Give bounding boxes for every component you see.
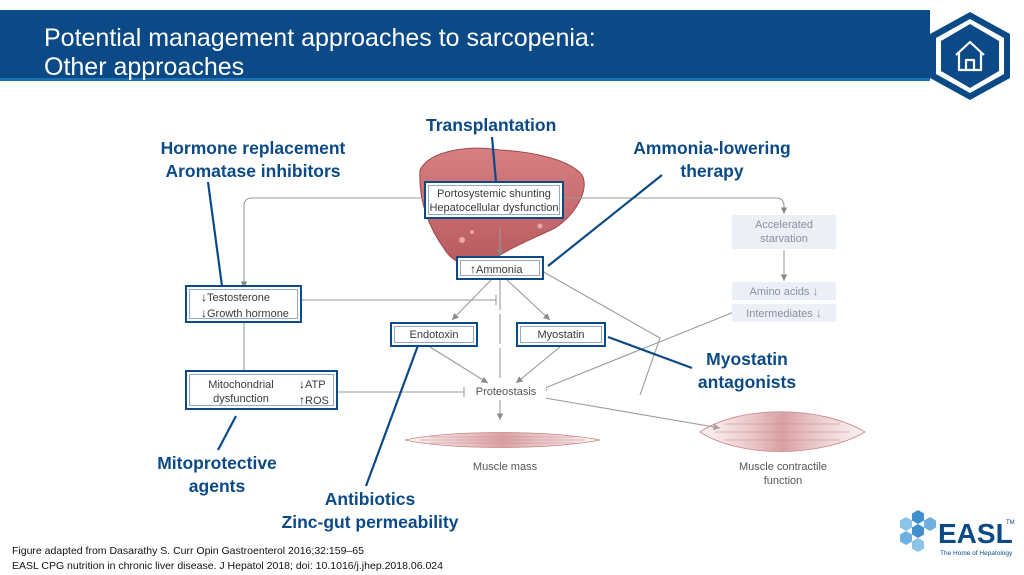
starvation-line2: starvation	[760, 233, 808, 245]
intermediates-box: Intermediates ↓	[732, 304, 836, 322]
growth-hormone-text: Growth hormone	[207, 308, 289, 320]
endotoxin-box: Endotoxin	[390, 322, 478, 347]
down-arrow-icon: ↓	[201, 306, 207, 320]
label-antibiotics-line2: Zinc-gut permeability	[281, 512, 459, 532]
mito-box-line1: Mitochondrial	[208, 379, 274, 391]
easl-tm: TM	[1006, 520, 1015, 526]
liver-box-line2: Hepatocellular dysfunction	[429, 202, 559, 214]
label-mito-line2: agents	[188, 476, 246, 496]
muscle-mass-label: Muscle mass	[472, 461, 538, 473]
label-ammonia-line2: therapy	[680, 161, 744, 181]
starvation-line1: Accelerated	[754, 219, 814, 231]
home-button[interactable]	[928, 10, 1012, 102]
amino-acids-box: Amino acids ↓	[732, 282, 836, 300]
slide-title-line2: Other approaches	[44, 53, 245, 81]
proteostasis-label: Proteostasis	[466, 385, 546, 399]
label-hormone-line2: Aromatase inhibitors	[165, 161, 341, 181]
label-hormone: Hormone replacement Aromatase inhibitors	[146, 137, 360, 183]
slide-title: Potential management approaches to sarco…	[44, 24, 596, 82]
myostatin-box: Myostatin	[516, 322, 606, 347]
label-hormone-line1: Hormone replacement	[160, 138, 346, 158]
ros-text: ROS	[305, 395, 329, 407]
easl-wordmark: EASL	[938, 518, 1013, 549]
contractile-line2: function	[763, 475, 803, 487]
easl-hexagon-icon	[900, 510, 936, 552]
label-myostatin-line2: antagonists	[697, 372, 797, 392]
label-myostatin-antagonists: Myostatin antagonists	[686, 348, 808, 394]
contractile-line1: Muscle contractile	[738, 461, 828, 473]
ammonia-text: Ammonia	[476, 264, 523, 276]
reference-line1: Figure adapted from Dasarathy S. Curr Op…	[12, 545, 364, 557]
ammonia-box: ↑Ammonia	[456, 256, 544, 280]
label-ammonia-lowering: Ammonia-lowering therapy	[616, 137, 808, 183]
starvation-box: Accelerated starvation	[732, 215, 836, 249]
easl-logo: EASL TM The Home of Hepatology	[896, 506, 1016, 568]
mito-box-line2: dysfunction	[213, 393, 269, 405]
atp-text: ATP	[305, 379, 326, 391]
references: Figure adapted from Dasarathy S. Curr Op…	[12, 544, 443, 574]
muscle-mass-illustration	[404, 432, 601, 448]
reference-line2: EASL CPG nutrition in chronic liver dise…	[12, 560, 443, 572]
label-ammonia-line1: Ammonia-lowering	[633, 138, 791, 158]
label-mito-line1: Mitoprotective	[157, 453, 277, 473]
liver-box-line1: Portosystemic shunting	[437, 188, 551, 200]
slide-title-line1: Potential management approaches to sarco…	[44, 24, 596, 52]
label-antibiotics-line1: Antibiotics	[324, 489, 416, 509]
mitochondrial-box: Mitochondrial dysfunction ↓ATP ↑ROS	[185, 370, 338, 410]
label-myostatin-line1: Myostatin	[706, 349, 788, 369]
liver-dysfunction-box: Portosystemic shunting Hepatocellular dy…	[424, 181, 564, 219]
muscle-contractile-label: Muscle contractile function	[728, 460, 838, 488]
amino-acids-text: Amino acids	[749, 286, 810, 298]
label-transplantation: Transplantation	[426, 115, 557, 135]
up-arrow-icon: ↑	[470, 262, 476, 276]
down-arrow-icon: ↓	[812, 284, 819, 298]
hormone-box: ↓Testosterone ↓Growth hormone	[185, 285, 302, 323]
title-bar: Potential management approaches to sarco…	[0, 10, 930, 81]
down-arrow-icon: ↓	[201, 290, 207, 304]
testosterone-text: Testosterone	[207, 292, 270, 304]
down-arrow-icon: ↓	[815, 306, 822, 320]
up-arrow-icon: ↑	[299, 393, 305, 407]
muscle-contractile-illustration	[699, 411, 866, 452]
label-mitoprotective: Mitoprotective agents	[146, 452, 288, 498]
intermediates-text: Intermediates	[746, 308, 813, 320]
home-icon	[955, 40, 985, 72]
easl-tagline: The Home of Hepatology	[940, 550, 1013, 557]
down-arrow-icon: ↓	[299, 377, 305, 391]
label-antibiotics: Antibiotics Zinc-gut permeability	[266, 488, 474, 534]
